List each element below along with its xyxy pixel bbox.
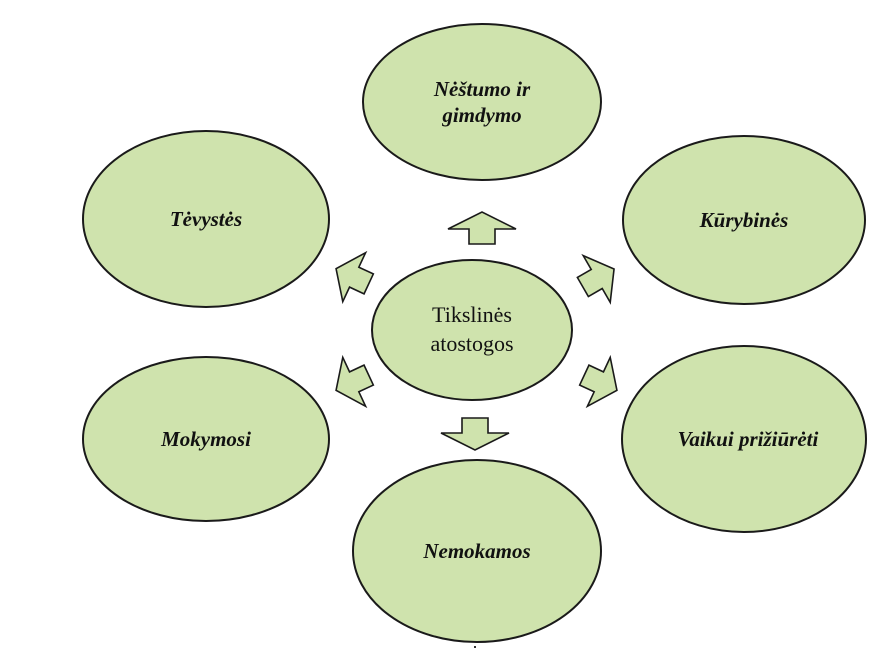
node-creative-ellipse — [622, 135, 866, 305]
arrow-up — [447, 211, 517, 245]
arrow-down — [440, 417, 510, 451]
node-paternity-ellipse — [82, 130, 330, 308]
arrow-upper-left — [335, 250, 375, 305]
node-unpaid-ellipse — [352, 459, 602, 643]
node-study-ellipse — [82, 356, 330, 522]
node-pregnancy-ellipse — [362, 23, 602, 181]
arrow-upper-right — [576, 253, 615, 305]
arrow-lower-right — [578, 354, 618, 409]
center-ellipse — [371, 259, 573, 401]
arrow-lower-left — [335, 354, 375, 409]
node-childcare-ellipse — [621, 345, 867, 533]
stray-mark — [474, 646, 476, 648]
